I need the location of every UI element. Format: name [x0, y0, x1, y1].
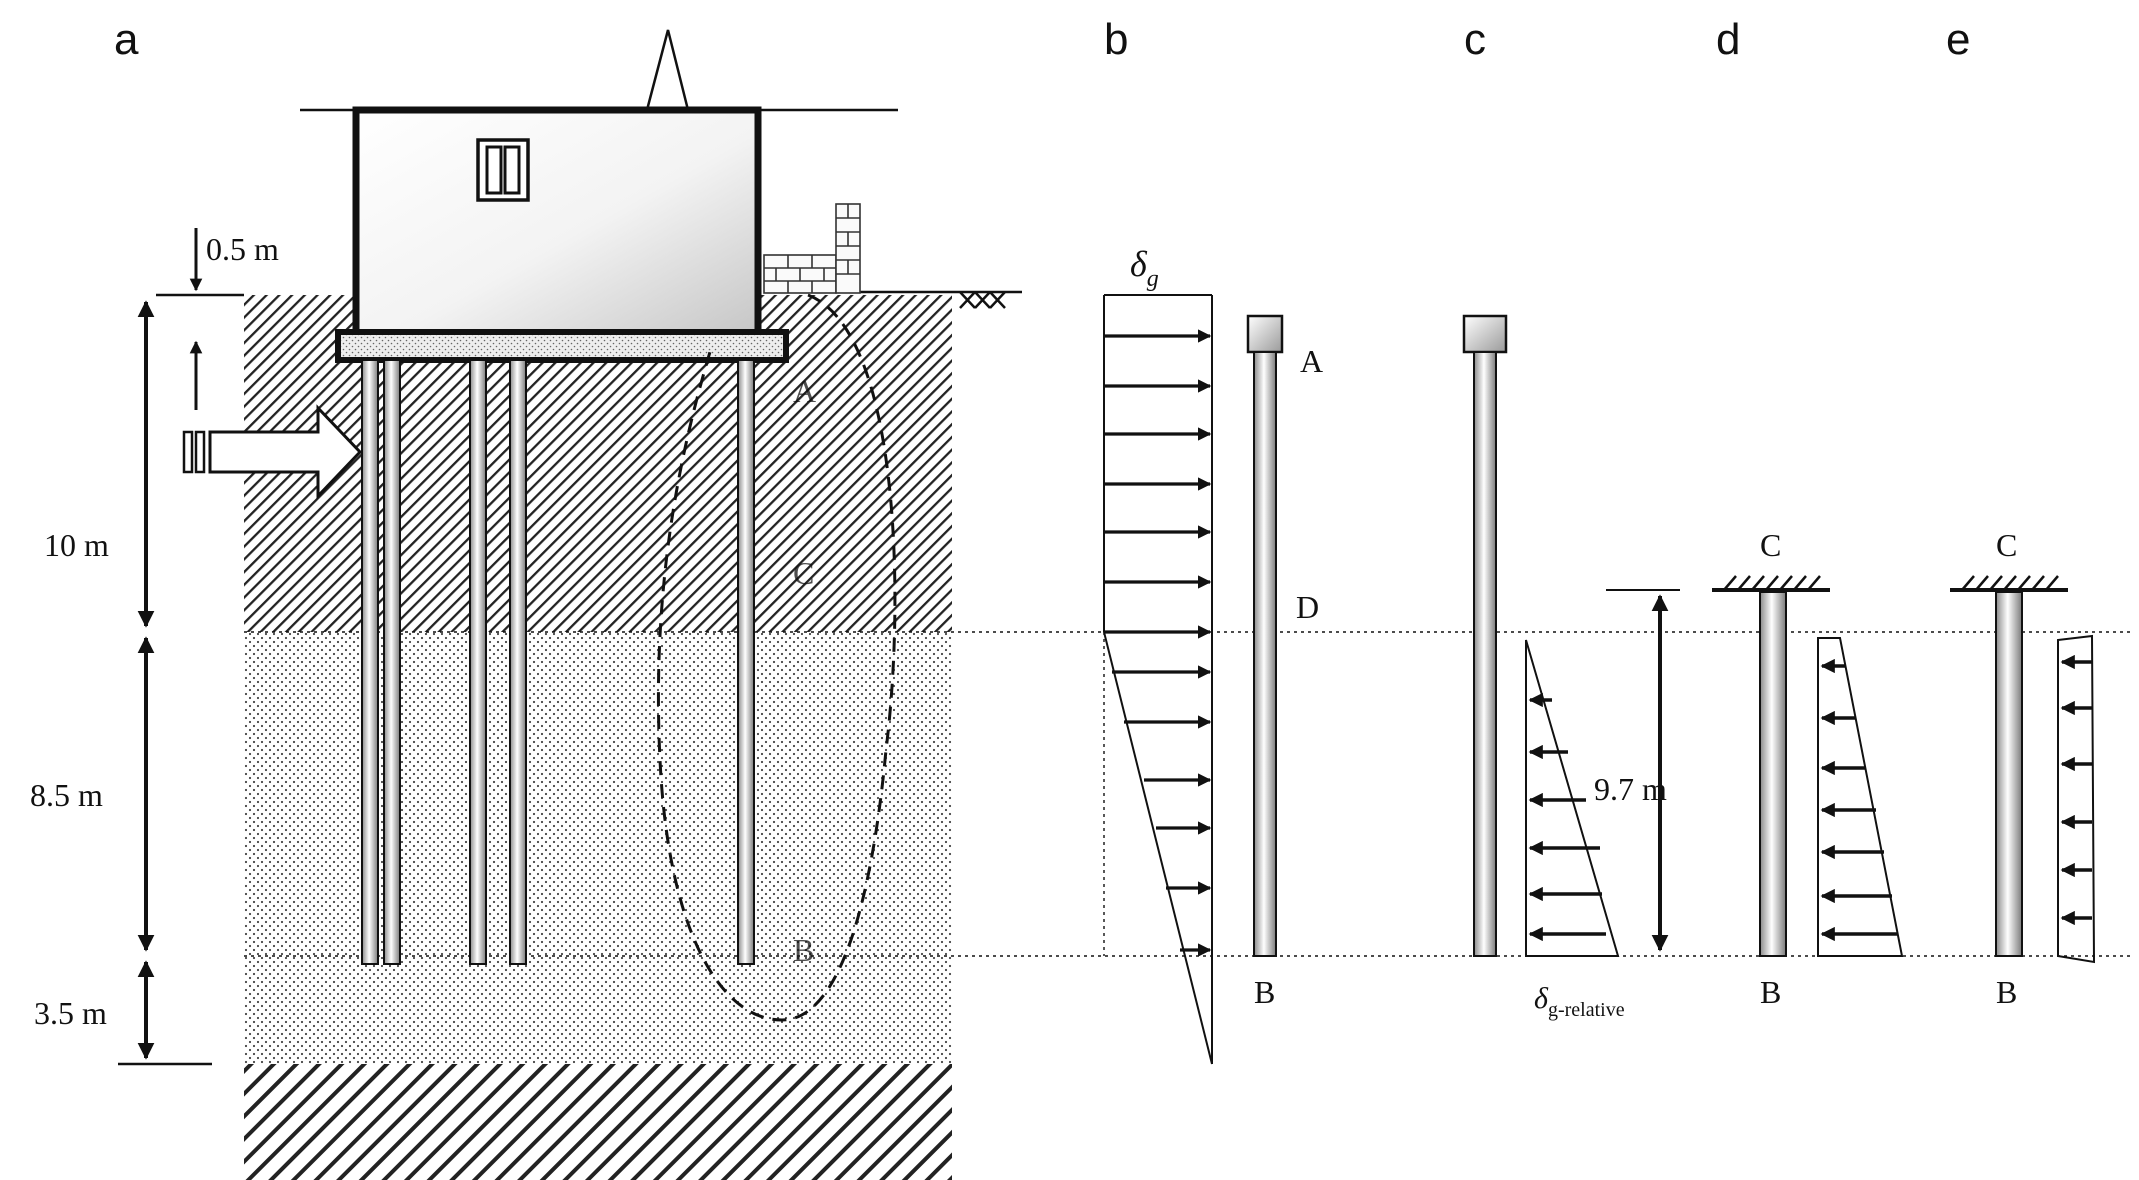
panel-label-c: c — [1464, 15, 1486, 64]
panel-label-d: d — [1716, 15, 1740, 64]
pile-d — [1759, 591, 1787, 957]
displacement-profile-slope — [1103, 631, 1213, 1065]
point-label-c-e: C — [1996, 527, 2017, 563]
pile-b — [1246, 314, 1284, 957]
dim-layer2-label: 8.5 m — [30, 777, 103, 813]
pile-5 — [737, 359, 755, 965]
delta-g-relative-label: δg-relative — [1534, 982, 1625, 1021]
point-label-b-b: B — [1254, 974, 1275, 1010]
pile-e — [1995, 591, 2023, 957]
fixed-support-d — [1712, 575, 1830, 592]
soil-layer-bearing — [244, 1064, 952, 1180]
soil-layer-sand — [244, 632, 952, 1064]
panel-label-b: b — [1104, 15, 1128, 64]
point-label-b-panel: B — [793, 932, 814, 968]
window-icon — [476, 138, 530, 202]
influence-zone — [656, 293, 897, 1022]
brick-wall — [763, 203, 861, 294]
pressure-profile-d — [1817, 637, 1904, 957]
dim-relative-label: 9.7 m — [1594, 771, 1667, 807]
point-label-a: A — [1300, 343, 1323, 379]
relative-displacement-profile — [1525, 639, 1620, 957]
panel-label-e: e — [1946, 15, 1970, 64]
lateral-load-arrow — [182, 404, 363, 500]
pile-c — [1462, 314, 1508, 957]
pile-1 — [361, 359, 379, 965]
point-label-d: D — [1296, 589, 1319, 625]
panel-label-a: a — [114, 15, 139, 64]
pressure-arrows-d — [1820, 658, 1898, 942]
delta-g-label: δg — [1130, 244, 1159, 292]
dim-offset-label: 0.5 m — [206, 231, 279, 267]
dim-layer3-label: 3.5 m — [34, 995, 107, 1031]
point-label-c-d: C — [1760, 527, 1781, 563]
pile-cap — [335, 329, 789, 363]
building — [352, 106, 762, 338]
pile-2 — [383, 359, 401, 965]
pile-4 — [509, 359, 527, 965]
point-label-c-panel: C — [793, 555, 814, 591]
displacement-arrows — [1104, 329, 1212, 957]
piles — [361, 359, 755, 965]
relative-displacement-arrows — [1528, 692, 1606, 942]
pressure-arrows-e — [2060, 654, 2092, 926]
antenna — [645, 29, 690, 111]
point-label-b-d: B — [1760, 974, 1781, 1010]
point-label-b-e: B — [1996, 974, 2017, 1010]
fixed-support-e — [1950, 575, 2068, 592]
pile-3 — [469, 359, 487, 965]
point-label-a-panel: A — [793, 373, 816, 409]
dim-layer1-label: 10 m — [44, 527, 109, 563]
pressure-profile-e — [2057, 634, 2096, 964]
